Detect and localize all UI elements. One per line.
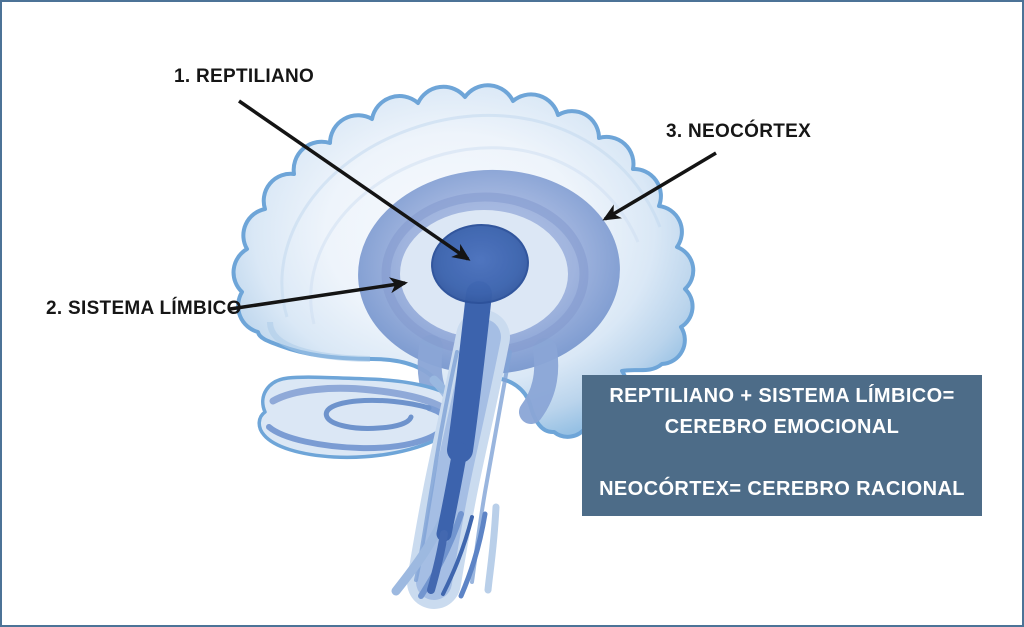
summary-line-2: CEREBRO EMOCIONAL	[664, 416, 900, 438]
label-sistema-limbico: 2. SISTEMA LÍMBICO	[46, 298, 242, 319]
summary-line-spacer	[582, 443, 982, 474]
arrow-neocortex	[602, 151, 717, 221]
label-neocortex: 3. NEOCÓRTEX	[666, 121, 812, 142]
annotation-arrows	[229, 99, 717, 311]
summary-box: REPTILIANO + SISTEMA LÍMBICO= CEREBRO EM…	[582, 375, 982, 516]
summary-line-1: REPTILIANO + SISTEMA LÍMBICO=	[609, 385, 955, 407]
cerebellum-curl	[257, 375, 465, 460]
label-reptiliano: 1. REPTILIANO	[174, 66, 315, 87]
arrow-reptiliano	[238, 99, 471, 261]
summary-line-3: NEOCÓRTEX= CEREBRO RACIONAL	[599, 478, 965, 500]
arrow-sistema-limbico	[229, 277, 408, 311]
